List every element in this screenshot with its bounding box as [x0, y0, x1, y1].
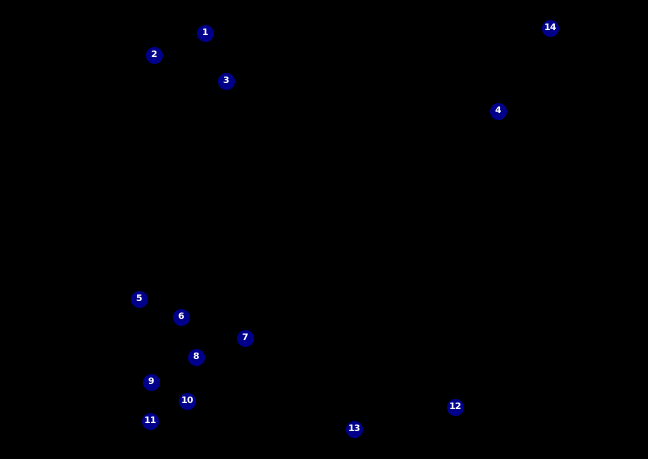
node-label: 4: [495, 105, 501, 116]
node-label: 5: [136, 293, 142, 304]
node-label: 8: [193, 351, 199, 362]
node-label: 1: [202, 27, 208, 38]
node-label: 6: [178, 311, 184, 322]
node-label: 9: [148, 376, 154, 387]
node-label: 13: [348, 423, 360, 434]
node-label: 3: [223, 75, 229, 86]
node-label: 14: [544, 22, 556, 33]
graph-node-6[interactable]: 6: [171, 307, 191, 327]
node-label: 7: [242, 332, 248, 343]
graph-node-5[interactable]: 5: [129, 289, 149, 309]
graph-node-14[interactable]: 14: [540, 18, 560, 38]
graph-node-4[interactable]: 4: [488, 101, 508, 121]
graph-node-13[interactable]: 13: [344, 419, 364, 439]
graph-node-3[interactable]: 3: [216, 71, 236, 91]
node-label: 2: [151, 49, 157, 60]
node-label: 10: [181, 395, 193, 406]
graph-node-12[interactable]: 12: [445, 397, 465, 417]
graph-node-1[interactable]: 1: [195, 23, 215, 43]
graph-node-10[interactable]: 10: [177, 391, 197, 411]
graph-node-2[interactable]: 2: [144, 45, 164, 65]
graph-node-8[interactable]: 8: [186, 347, 206, 367]
graph-node-9[interactable]: 9: [141, 372, 161, 392]
graph-node-11[interactable]: 11: [140, 411, 160, 431]
node-label: 12: [449, 401, 461, 412]
graph-node-7[interactable]: 7: [235, 328, 255, 348]
node-label: 11: [144, 415, 156, 426]
